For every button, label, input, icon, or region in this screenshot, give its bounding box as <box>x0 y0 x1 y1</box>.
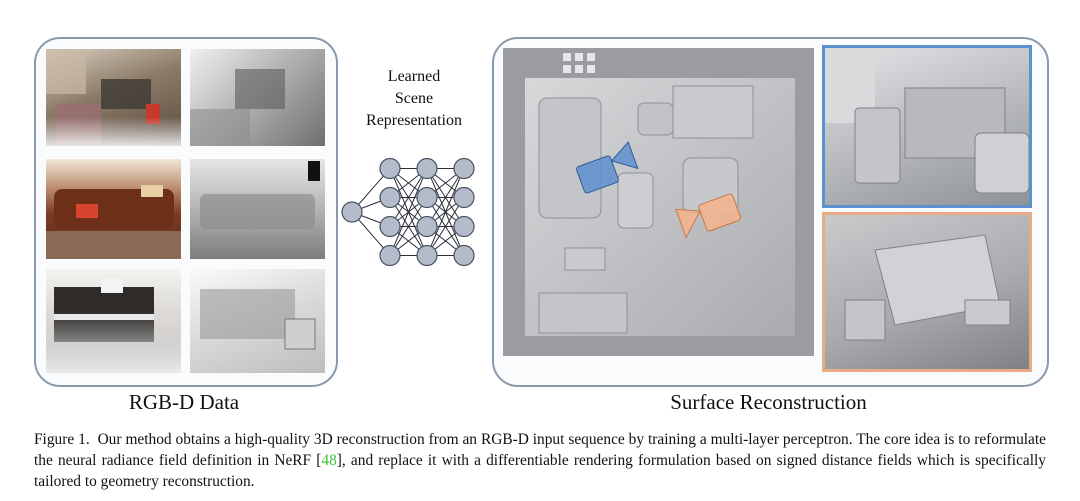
network-edge <box>389 168 428 227</box>
camera-orange <box>675 193 742 239</box>
network-node <box>416 215 438 238</box>
rgb-image-sofa <box>46 159 181 259</box>
network-title-line: Representation <box>366 112 462 129</box>
network-node <box>416 244 438 267</box>
depth-sofa-sketch <box>200 161 320 229</box>
network-edge <box>426 168 465 256</box>
sofa-sketch <box>46 185 181 259</box>
network-node <box>341 201 363 223</box>
network-node <box>416 157 438 180</box>
mesh-table <box>617 172 654 229</box>
network-node <box>416 186 438 209</box>
caption-prefix: Figure 1. <box>34 431 90 448</box>
network-node <box>379 244 401 267</box>
inset-piano-sketch <box>844 234 1011 341</box>
network-edge <box>426 168 465 227</box>
network-edge <box>389 197 428 256</box>
network-node <box>453 215 475 238</box>
inset-desk-sketch <box>825 48 1029 194</box>
camera-blue <box>576 141 639 194</box>
mesh-piano <box>538 292 628 334</box>
mesh-chair <box>637 102 674 136</box>
citation-link[interactable]: 48 <box>321 452 337 469</box>
rgb-image-desk <box>46 49 181 146</box>
network-title: Learned Scene Representation <box>352 66 476 132</box>
mesh-sofa <box>538 97 602 219</box>
inset-desk-closeup <box>822 45 1032 208</box>
mlp-diagram <box>341 157 475 267</box>
mesh-rug <box>564 247 606 271</box>
figure-caption: Figure 1. Our method obtains a high-qual… <box>34 429 1046 492</box>
network-node <box>453 186 475 209</box>
depth-piano-sketch <box>200 289 316 350</box>
caption-text: Our method obtains a high-quality 3D rec… <box>34 431 1046 469</box>
network-title-line: Learned <box>387 68 441 85</box>
inset-piano-closeup <box>822 212 1032 372</box>
network-node <box>379 186 401 209</box>
depth-image-piano <box>190 269 325 373</box>
depth-image-desk <box>190 49 325 146</box>
depth-image-sofa <box>190 159 325 259</box>
caption-text-end: ], and replace it with a differentiable … <box>34 452 1046 490</box>
network-node <box>379 215 401 238</box>
rgb-image-piano <box>46 269 181 373</box>
mesh-desk <box>672 85 754 139</box>
rgbd-data-panel <box>34 37 338 387</box>
network-edge <box>389 168 428 256</box>
network-node <box>453 244 475 267</box>
network-edge <box>426 197 465 256</box>
rgbd-data-label: RGB-D Data <box>128 390 240 414</box>
network-node <box>453 157 475 180</box>
network-node <box>379 157 401 180</box>
depth-desk-sketch <box>190 69 285 146</box>
reconstructed-room-mesh <box>503 48 814 356</box>
surface-reconstruction-label: Surface Reconstruction <box>670 390 867 414</box>
network-title-line: Scene <box>394 90 434 107</box>
